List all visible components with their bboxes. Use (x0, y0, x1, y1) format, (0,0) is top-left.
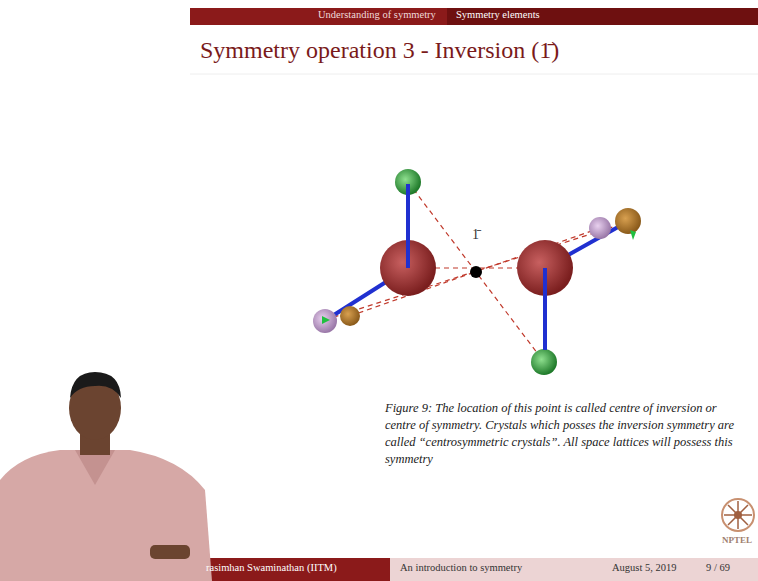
logo-text: NPTEL (722, 535, 752, 546)
footer-date: August 5, 2019 (612, 562, 676, 575)
small-marker (322, 316, 330, 324)
inversion-lines (325, 182, 628, 362)
symmetry-symbol: 1̄ (472, 227, 479, 244)
figure-caption: Figure 9: The location of this point is … (385, 400, 740, 468)
lilac-atom (313, 309, 337, 333)
lilac-atom (589, 217, 611, 239)
bond (406, 184, 410, 268)
page-number: 9 / 69 (706, 562, 730, 575)
brown-atom (615, 208, 641, 234)
green-atom (531, 349, 557, 375)
title-rule (190, 74, 758, 75)
presenter (0, 372, 212, 581)
inversion-centre (470, 266, 482, 278)
slide-title: Symmetry operation 3 - Inversion (1̄) (200, 36, 559, 65)
bond (543, 268, 547, 350)
footer-title: An introduction to symmetry (400, 562, 522, 575)
header-active (447, 8, 758, 25)
footer-author: rasimhan Swaminathan (IITM) (206, 562, 337, 575)
brown-atom (340, 306, 360, 326)
footer-author (200, 558, 390, 581)
header-bar (190, 8, 758, 25)
bonds (326, 184, 627, 360)
footer-band (390, 558, 758, 581)
nptel-logo (722, 499, 754, 531)
header-section: Understanding of symmetry (318, 9, 436, 22)
header-subsection: Symmetry elements (456, 9, 540, 22)
small-marker (630, 230, 636, 240)
